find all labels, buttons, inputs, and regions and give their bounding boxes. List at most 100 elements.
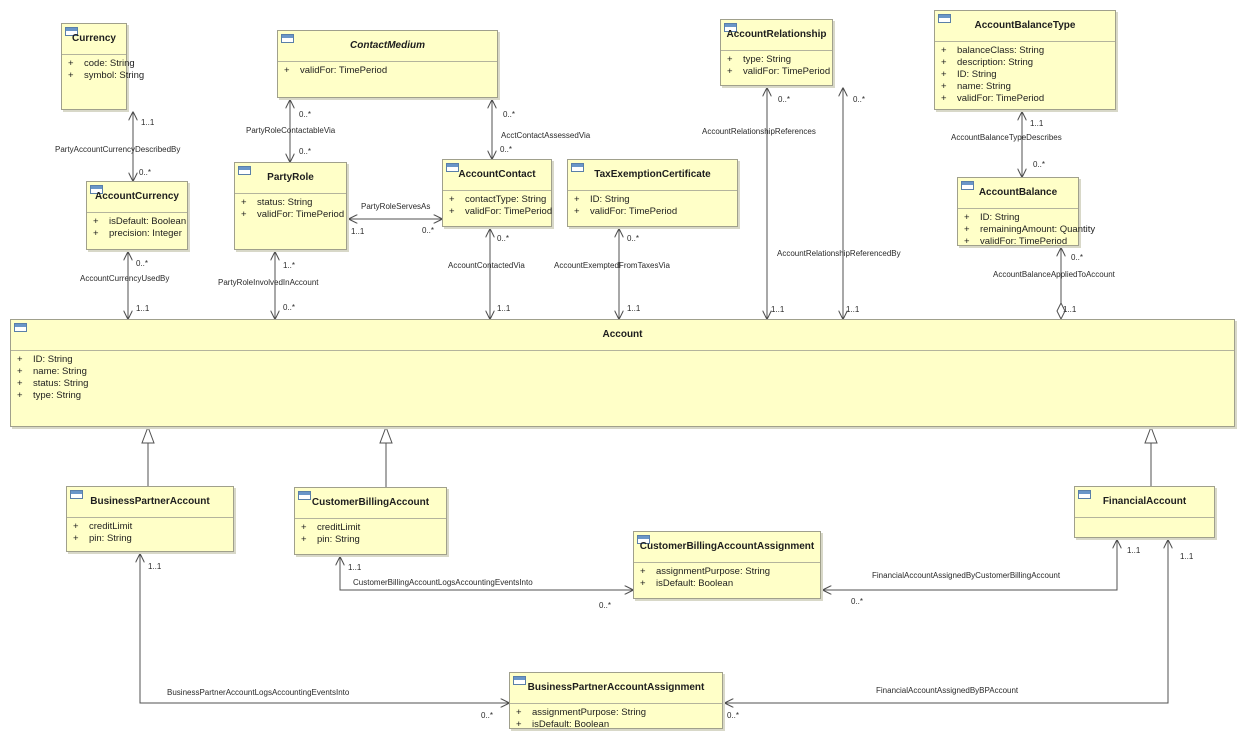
multiplicity-label: 0..* bbox=[627, 234, 639, 243]
class-name: Currency bbox=[72, 33, 116, 44]
class-customer-billing-account-assignment[interactable]: CustomerBillingAccountAssignment+assignm… bbox=[633, 531, 821, 599]
class-header: CustomerBillingAccount bbox=[295, 488, 446, 519]
attribute-text: balanceClass: String bbox=[957, 45, 1045, 56]
class-icon bbox=[238, 166, 251, 175]
visibility-marker: + bbox=[964, 224, 970, 235]
attribute-row: +ID: String bbox=[964, 212, 1078, 224]
attribute-row: +ID: String bbox=[574, 194, 737, 206]
class-icon bbox=[724, 23, 737, 32]
association-label: FinancialAccountAssignedByCustomerBillin… bbox=[872, 571, 1061, 580]
attribute-list: +assignmentPurpose: String+isDefault: Bo… bbox=[634, 563, 820, 590]
attribute-text: ID: String bbox=[33, 354, 73, 365]
class-icon bbox=[571, 163, 584, 172]
class-party-role[interactable]: PartyRole+status: String+validFor: TimeP… bbox=[234, 162, 347, 250]
class-icon bbox=[513, 676, 526, 685]
association-label: AccountBalanceTypeDescribes bbox=[951, 133, 1062, 142]
class-header: AccountCurrency bbox=[87, 182, 187, 213]
attribute-row: +name: String bbox=[17, 366, 1234, 378]
class-financial-account[interactable]: FinancialAccount bbox=[1074, 486, 1215, 538]
attribute-text: name: String bbox=[33, 366, 87, 377]
association-line bbox=[139, 554, 509, 703]
multiplicity-label: 0..* bbox=[727, 711, 739, 720]
visibility-marker: + bbox=[73, 521, 79, 532]
class-header: Currency bbox=[62, 24, 126, 55]
class-header: TaxExemptionCertificate bbox=[568, 160, 737, 191]
visibility-marker: + bbox=[574, 194, 580, 205]
attribute-text: type: String bbox=[33, 390, 82, 401]
multiplicity-label: 0..* bbox=[299, 110, 311, 119]
attribute-list: +creditLimit+pin: String bbox=[67, 518, 233, 545]
visibility-marker: + bbox=[964, 212, 970, 223]
attribute-text: type: String bbox=[743, 54, 792, 65]
visibility-marker: + bbox=[941, 45, 947, 56]
visibility-marker: + bbox=[241, 209, 247, 220]
attribute-text: creditLimit bbox=[317, 522, 361, 533]
attribute-text: validFor: TimePeriod bbox=[590, 206, 678, 217]
class-business-partner-account[interactable]: BusinessPartnerAccount+creditLimit+pin: … bbox=[66, 486, 234, 552]
association-label: PartyRoleServesAs bbox=[361, 202, 430, 211]
class-icon bbox=[65, 27, 78, 36]
class-account[interactable]: Account+ID: String+name: String+status: … bbox=[10, 319, 1235, 427]
attribute-text: assignmentPurpose: String bbox=[532, 707, 647, 718]
class-header: PartyRole bbox=[235, 163, 346, 194]
attribute-row: +pin: String bbox=[301, 534, 446, 546]
class-account-balance-type[interactable]: AccountBalanceType+balanceClass: String+… bbox=[934, 10, 1116, 110]
visibility-marker: + bbox=[93, 216, 99, 227]
class-account-balance[interactable]: AccountBalance+ID: String+remainingAmoun… bbox=[957, 177, 1095, 248]
class-icon bbox=[281, 34, 294, 43]
attribute-text: pin: String bbox=[317, 534, 360, 545]
attribute-text: precision: Integer bbox=[109, 228, 182, 239]
association-line bbox=[725, 540, 1169, 703]
class-account-relationship[interactable]: AccountRelationship+type: String+validFo… bbox=[720, 19, 833, 86]
attribute-row: + name: String bbox=[941, 81, 1115, 93]
class-currency[interactable]: Currency+code: String+symbol: String bbox=[61, 23, 144, 110]
class-tax-exemption-certificate[interactable]: TaxExemptionCertificate +ID: String+ valid… bbox=[567, 159, 738, 227]
attribute-text: description: String bbox=[957, 57, 1034, 68]
class-account-currency[interactable]: AccountCurrency + isDefault: Boolean+preci… bbox=[86, 181, 188, 250]
association-label: CustomerBillingAccountLogsAccountingEven… bbox=[353, 578, 533, 587]
class-business-partner-account-assignment[interactable]: BusinessPartnerAccountAssignment +assignm… bbox=[509, 672, 723, 731]
visibility-marker: + bbox=[17, 354, 23, 365]
visibility-marker: + bbox=[284, 65, 290, 76]
class-header: ContactMedium bbox=[278, 31, 497, 62]
multiplicity-label: 1..1 bbox=[351, 227, 365, 236]
multiplicity-label: 1..1 bbox=[497, 304, 511, 313]
multiplicity-label: 0..* bbox=[497, 234, 509, 243]
class-header: Account bbox=[11, 320, 1234, 351]
attribute-text: status: String bbox=[33, 378, 89, 389]
class-name: AccountContact bbox=[458, 169, 536, 180]
class-name: TaxExemptionCertificate bbox=[594, 169, 711, 180]
visibility-marker: + bbox=[17, 390, 23, 401]
attribute-row: +validFor: TimePeriod bbox=[449, 206, 552, 218]
aggregation-diamond bbox=[1056, 301, 1066, 321]
attribute-text: name: String bbox=[957, 81, 1011, 92]
attribute-text: isDefault: Boolean bbox=[109, 216, 187, 227]
class-header: AccountBalance bbox=[958, 178, 1078, 209]
multiplicity-label: 1..1 bbox=[1127, 546, 1141, 555]
class-contact-medium[interactable]: ContactMedium+validFor: TimePeriod bbox=[277, 30, 498, 98]
attribute-list bbox=[1075, 518, 1214, 521]
multiplicity-label: 0..* bbox=[503, 110, 515, 119]
visibility-marker: + bbox=[941, 81, 947, 92]
class-name: PartyRole bbox=[267, 172, 314, 183]
attribute-row: +validFor: TimePeriod bbox=[241, 209, 346, 221]
association-label: PartyRoleInvolvedInAccount bbox=[218, 278, 319, 287]
class-account-contact[interactable]: AccountContact+contactType: String+valid… bbox=[442, 159, 552, 227]
attribute-row: +assignmentPurpose: String bbox=[640, 566, 820, 578]
attribute-row: +remainingAmount: Quantity bbox=[964, 224, 1095, 236]
attribute-list: +ID: String+remainingAmount: Quantity+va… bbox=[958, 209, 1095, 248]
visibility-marker: + bbox=[449, 206, 455, 217]
class-icon bbox=[938, 14, 951, 23]
attribute-row: +precision: Integer bbox=[93, 228, 187, 240]
multiplicity-label: 0..* bbox=[481, 711, 493, 720]
attribute-row: +isDefault: Boolean bbox=[640, 578, 820, 590]
class-customer-billing-account[interactable]: CustomerBillingAccount+creditLimit+pin: … bbox=[294, 487, 447, 555]
multiplicity-label: 0..* bbox=[599, 601, 611, 610]
class-name: BusinessPartnerAccountAssignment bbox=[527, 682, 705, 693]
attribute-list: +assignmentPurpose: String+isDefault: Bo… bbox=[510, 704, 722, 731]
multiplicity-label: 1..1 bbox=[846, 305, 860, 314]
multiplicity-label: 0..* bbox=[500, 145, 512, 154]
multiplicity-label: 0..* bbox=[136, 259, 148, 268]
class-name: Account bbox=[602, 329, 643, 340]
